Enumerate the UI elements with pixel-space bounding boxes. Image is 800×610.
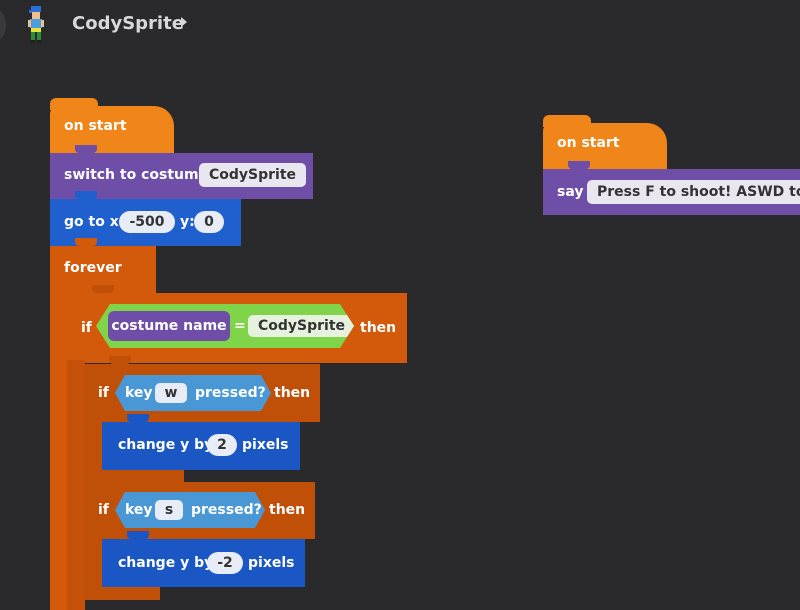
block-notch [75, 238, 97, 246]
x-input[interactable]: -500 [119, 211, 175, 233]
change-y-up-input[interactable]: 2 [207, 434, 237, 456]
switch-costume-block[interactable]: switch to costume CodySprite [50, 145, 313, 199]
change-y-label: change y by [118, 437, 214, 453]
costume-compare-field[interactable]: CodySprite [248, 315, 355, 337]
goto-x-label: go to x: [64, 214, 125, 230]
block-notch [109, 356, 131, 364]
on-start-block[interactable]: on start [50, 106, 174, 154]
block-notch [127, 414, 149, 422]
then-w-label: then [274, 385, 311, 401]
if-s-arm [84, 538, 102, 600]
block-notch [568, 161, 590, 169]
sprite-name[interactable]: CodySprite [72, 13, 184, 34]
sidebar-edge[interactable] [0, 10, 6, 40]
y-input[interactable]: 0 [194, 211, 224, 233]
costume-name-reporter[interactable]: costume name [108, 311, 230, 341]
if-w-label: if [98, 385, 109, 401]
if-s-label: if [98, 502, 109, 518]
change-y-label: change y by [118, 555, 214, 571]
change-y-up-block[interactable]: change y by 2 pixels [102, 414, 300, 470]
if-costume-block[interactable]: if costume name = CodySprite then [67, 285, 407, 363]
say-text-field[interactable]: Press F to shoot! ASWD to m [587, 180, 800, 204]
forever-label: forever [64, 260, 122, 276]
pixel-character-icon[interactable] [25, 6, 47, 44]
say-label: say [557, 184, 584, 200]
block-notch [75, 145, 97, 153]
block-notch [92, 285, 114, 293]
goto-y-label: y: [180, 214, 195, 230]
next-block-peek [84, 587, 160, 600]
change-y-down-block[interactable]: change y by -2 pixels [102, 531, 305, 587]
key-label: key [125, 502, 153, 518]
key-s-dropdown[interactable]: s [155, 500, 183, 520]
pressed-label: pressed? [195, 385, 266, 401]
block-notch [75, 191, 97, 199]
pixels-label: pixels [248, 555, 295, 571]
if-w-footer [84, 470, 184, 482]
equals-sign: = [234, 318, 246, 334]
forever-arm [50, 290, 68, 610]
then-s-label: then [269, 502, 306, 518]
block-notch [109, 474, 131, 482]
switch-costume-label: switch to costume [64, 167, 209, 183]
change-y-down-input[interactable]: -2 [207, 552, 243, 574]
if-costume-arm [67, 360, 85, 610]
if-key-s-block[interactable]: if key s pressed? then [84, 474, 315, 539]
pressed-label: pressed? [191, 502, 262, 518]
key-w-pressed-sensor[interactable]: key w pressed? [115, 375, 271, 411]
on-start-block-2[interactable]: on start [543, 123, 667, 170]
key-s-pressed-sensor[interactable]: key s pressed? [115, 492, 265, 528]
equals-operator[interactable]: costume name = CodySprite [96, 304, 354, 348]
on-start-label-2: on start [557, 135, 620, 151]
then-label: then [360, 320, 397, 336]
if-key-w-block[interactable]: if key w pressed? then [84, 356, 320, 422]
pixels-label: pixels [242, 437, 289, 453]
hat-cap [50, 98, 98, 110]
if-label: if [81, 320, 92, 336]
key-w-dropdown[interactable]: w [155, 383, 187, 403]
if-w-arm [84, 420, 102, 470]
caret-right-icon[interactable] [181, 17, 187, 27]
say-block[interactable]: say Press F to shoot! ASWD to m [543, 161, 800, 215]
key-label: key [125, 385, 153, 401]
block-notch [127, 531, 149, 539]
on-start-label: on start [64, 118, 127, 134]
costume-dropdown[interactable]: CodySprite [199, 163, 307, 187]
